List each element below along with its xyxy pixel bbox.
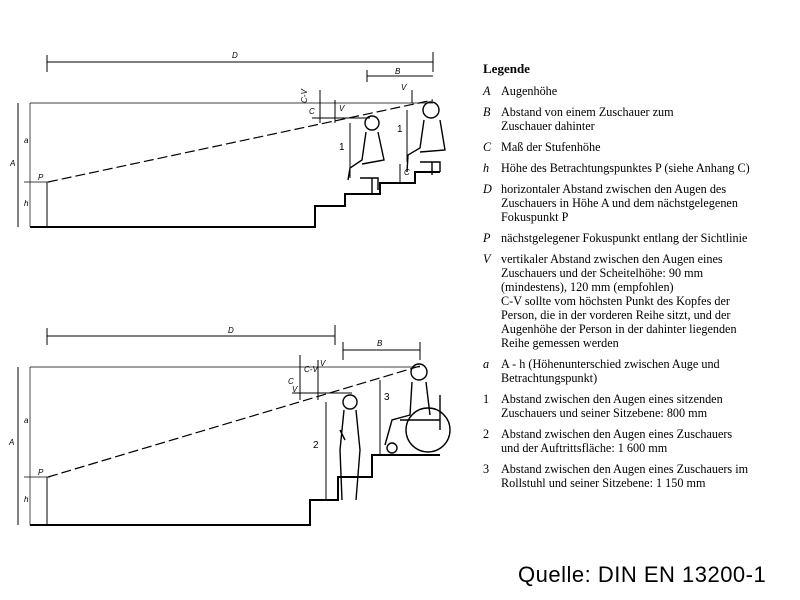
legend-symbol: 2 xyxy=(483,427,490,441)
bottom-label-a: a xyxy=(24,416,29,425)
top-label-h: h xyxy=(24,199,29,208)
top-label-c2: C xyxy=(404,168,410,177)
top-steps xyxy=(30,171,440,228)
bottom-label-a-upper: A xyxy=(8,438,14,447)
top-rear-seated-person xyxy=(406,101,446,175)
bottom-label-3: 3 xyxy=(384,392,390,403)
bottom-steps xyxy=(30,454,440,526)
legend-entry: 3 Abstand zwischen den Augen eines Zuscha… xyxy=(483,462,795,490)
legend-title: Legende xyxy=(483,61,530,76)
legend-text: Abstand zwischen den Augen eines Zuschau… xyxy=(501,427,733,455)
legend-symbol: h xyxy=(483,161,490,175)
top-label-a: a xyxy=(24,136,29,145)
top-label-c: C xyxy=(309,107,315,116)
source-caption: Quelle: DIN EN 13200-1 xyxy=(518,562,767,587)
bottom-wheelchair-person xyxy=(384,363,451,454)
legend-symbol: B xyxy=(483,105,491,119)
legend-entry: a A - h (Höhenunterschied zwischen Auge u… xyxy=(483,357,795,385)
bottom-label-cv: C-V xyxy=(304,365,318,374)
top-label-p: P xyxy=(38,173,44,182)
sightline-diagrams: D B C-V V C V A a h P 1 1 C D B C-V V C … xyxy=(8,51,451,526)
bottom-label-h: h xyxy=(24,495,29,504)
bottom-labels: D B C-V V C V A a h P 2 3 xyxy=(8,326,390,504)
legend-text: A - h (Höhenunterschied zwischen Auge un… xyxy=(501,357,720,385)
bottom-label-b: B xyxy=(377,339,383,348)
legend-symbol: a xyxy=(483,357,490,371)
legend-symbol: V xyxy=(483,252,491,266)
bottom-label-2: 2 xyxy=(313,440,319,451)
top-label-a-upper: A xyxy=(9,159,15,168)
top-diagram xyxy=(17,52,446,228)
legend-text: Augenhöhe xyxy=(501,84,558,98)
bottom-label-d: D xyxy=(228,326,234,335)
legend-entry: C Maß der Stufenhöhe xyxy=(483,140,795,154)
bottom-standing-person xyxy=(339,394,361,501)
top-labels: D B C-V V C V A a h P 1 1 C xyxy=(9,51,410,208)
legend-symbol: A xyxy=(483,84,491,98)
legend-entry: h Höhe des Betrachtungspunktes P (siehe A… xyxy=(483,161,795,175)
top-label-d: D xyxy=(232,51,238,60)
legend-symbol: C xyxy=(483,140,492,154)
legend-symbol: D xyxy=(483,182,492,196)
legend-text: Maß der Stufenhöhe xyxy=(501,140,601,154)
top-label-1a: 1 xyxy=(339,142,345,153)
top-label-v2: V xyxy=(401,83,407,92)
legend-symbol: 3 xyxy=(483,462,490,476)
legend-entry: 2 Abstand zwischen den Augen eines Zuscha… xyxy=(483,427,795,455)
legend-symbol: P xyxy=(483,231,491,245)
legend-text: Abstand zwischen den Augen eines sitzend… xyxy=(501,392,723,420)
top-label-cv: C-V xyxy=(300,89,309,103)
bottom-sightline xyxy=(47,365,421,478)
legend-symbol: 1 xyxy=(483,392,490,406)
bottom-label-v: V xyxy=(320,359,326,368)
legend-entry: 1 Abstand zwischen den Augen eines sitzen… xyxy=(483,392,795,420)
bottom-diagram xyxy=(17,325,451,526)
top-sightline xyxy=(47,99,434,183)
top-label-v1: V xyxy=(339,104,345,113)
top-front-seated-person xyxy=(347,115,385,194)
legend-text: horizontaler Abstand zwischen den Augen … xyxy=(501,182,738,224)
legend-text: vertikaler Abstand zwischen den Augen ei… xyxy=(501,252,737,350)
bottom-label-c: C xyxy=(288,377,294,386)
top-label-1b: 1 xyxy=(397,124,403,135)
legend-entry: B Abstand von einem Zuschauer zum Zuschau… xyxy=(483,105,795,133)
legend-text: nächstgelegener Fokuspunkt entlang der S… xyxy=(501,231,748,245)
top-label-b: B xyxy=(395,67,401,76)
bottom-label-v2: V xyxy=(292,385,298,394)
legend-text: Abstand zwischen den Augen eines Zuschau… xyxy=(501,462,749,490)
legend-entry: A Augenhöhe xyxy=(483,84,795,98)
legend-text: Abstand von einem Zuschauer zum Zuschaue… xyxy=(501,105,674,133)
bottom-label-p: P xyxy=(38,468,44,477)
legend-text: Höhe des Betrachtungspunktes P (siehe An… xyxy=(501,161,750,175)
